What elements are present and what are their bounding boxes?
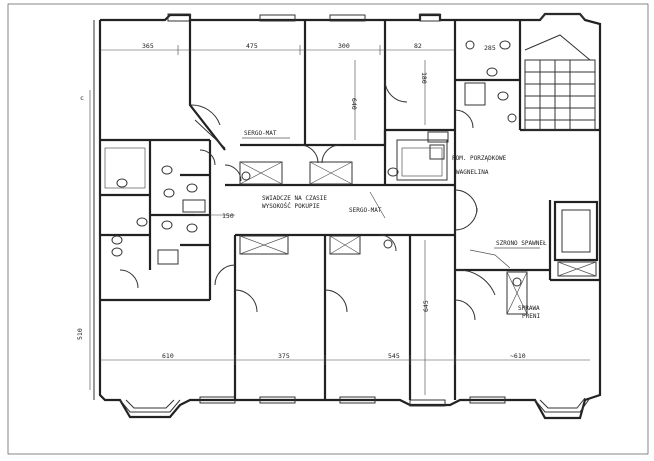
dim-645: 645 [422,300,430,312]
dim-300: 300 [338,42,350,50]
dim-375: 375 [278,352,290,360]
label-pom-porzadkowe: POM. PORZĄDKOWE [452,155,507,162]
bay-window-top-right [539,13,586,21]
page-border [7,3,649,455]
toilet-fixtures [104,40,522,287]
dim-c: c [80,94,84,102]
bay-window-bottom-right [534,397,591,413]
dim-510: 510 [76,328,84,340]
bay-window-bottom-left [119,399,181,413]
label-wagnelina: WAGNELINA [456,169,489,176]
door-swings [119,79,496,321]
dim-82: 82 [414,42,422,50]
room-labels: SERGO-MAT POM. PORZĄDKOWE WAGNELINA SWIA… [242,130,547,320]
label-sergo-mat: SERGO-MAT [244,130,277,137]
dim-610: 610 [162,352,174,360]
dim-640: 640 [350,98,358,110]
dim-545: 545 [388,352,400,360]
dim-180: 180 [420,72,428,84]
dimension-lines [89,45,590,395]
label-szrono: SZRONO SPAWNEŁ [496,240,547,247]
top-windows [167,13,506,407]
label-preni: PRENI [522,313,540,320]
dim-285: 285 [484,44,496,52]
label-swiadcze: SWIADCZE NA CZASIE [262,195,327,202]
vent-boxes [239,139,528,315]
label-wysokosc: WYSOKOŚĆ POKUPIE [262,203,320,210]
staircase [524,34,596,131]
label-sergo-mat-2: SERGO-MAT [349,207,382,214]
dim-475: 475 [246,42,258,50]
dim-150: 150 [222,212,234,220]
label-sprawa: SPRAWA [518,305,540,312]
dim-365: 365 [142,42,154,50]
dimension-text: 365 475 300 82 640 180 150 610 375 545 ~… [76,42,526,360]
lift-shaft [553,200,599,277]
dim-n610: ~610 [510,352,526,360]
